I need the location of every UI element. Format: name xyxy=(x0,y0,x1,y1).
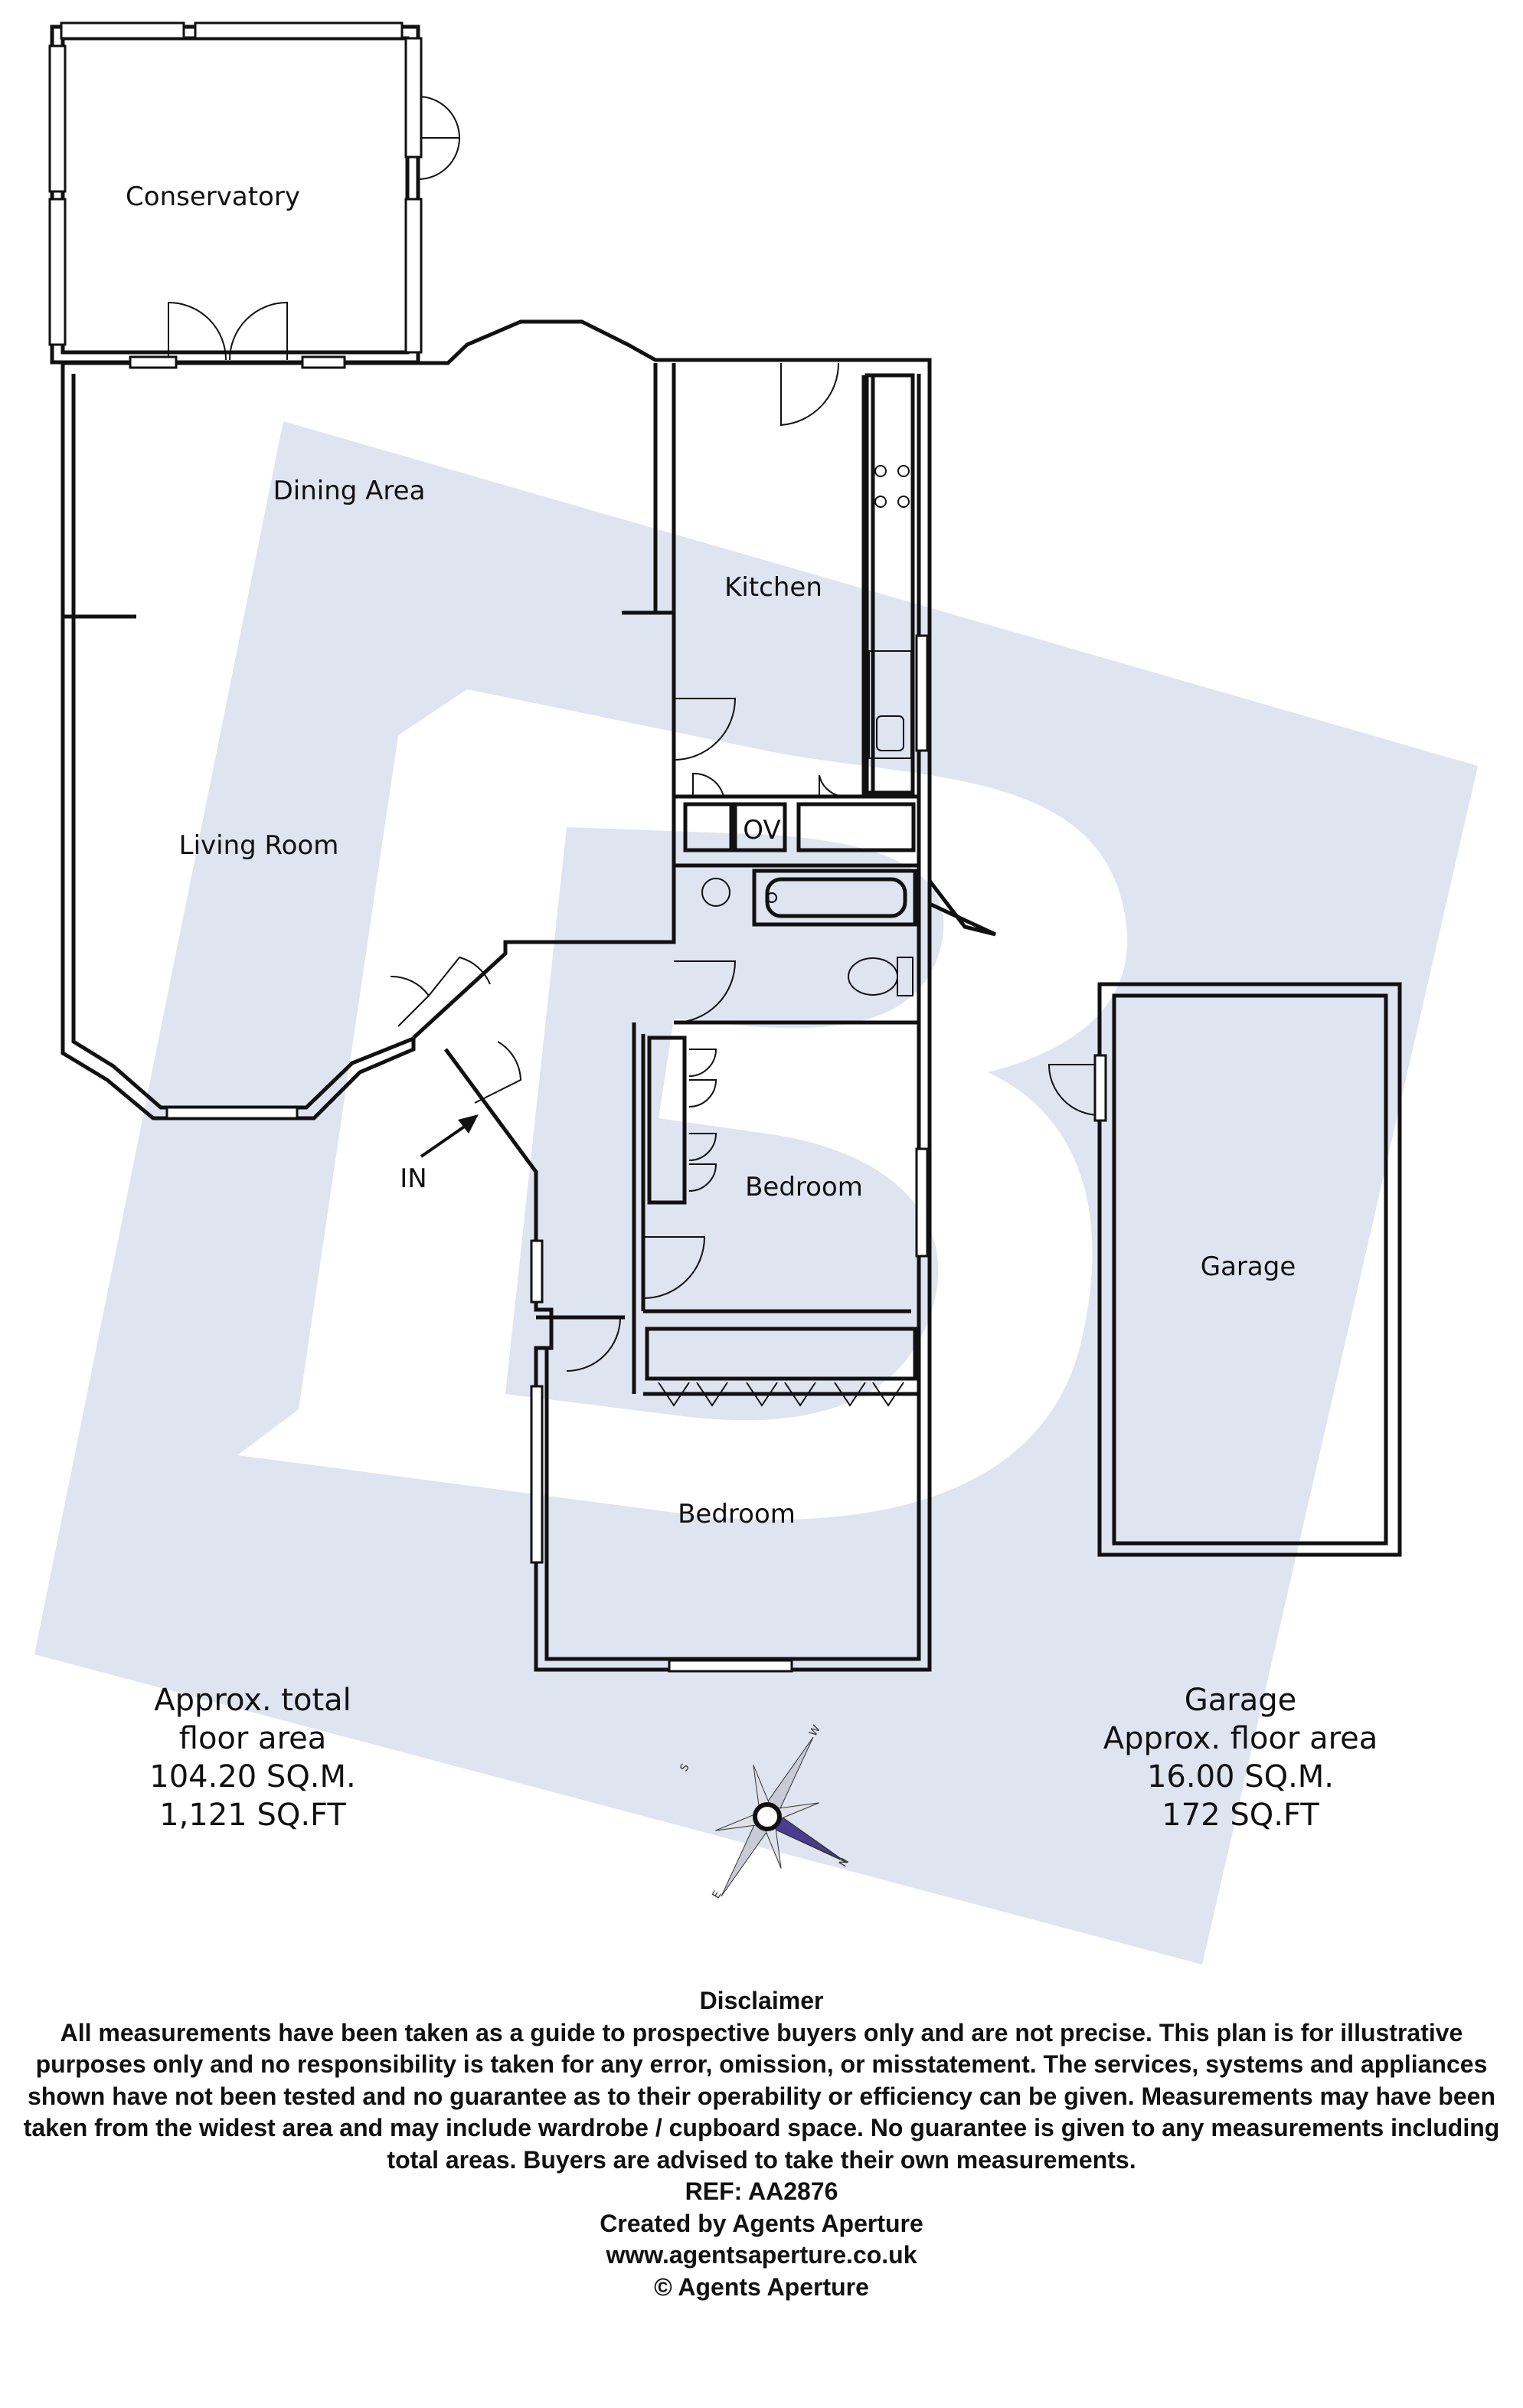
label-bedroom-1: Bedroom xyxy=(745,1172,863,1202)
garage-area-sqft: 172 SQ.FT xyxy=(1162,1798,1319,1833)
doors xyxy=(168,96,1100,1407)
total-area-sqft: 1,121 SQ.FT xyxy=(159,1798,346,1833)
created-by: Created by Agents Aperture xyxy=(600,2209,923,2237)
label-entrance: IN xyxy=(400,1163,427,1194)
total-area-line2: floor area xyxy=(178,1721,327,1756)
copyright: © Agents Aperture xyxy=(654,2272,869,2301)
reference-number: REF: AA2876 xyxy=(685,2177,838,2205)
disclaimer-title: Disclaimer xyxy=(699,1987,824,2014)
garage-area-sqm: 16.00 SQ.M. xyxy=(1146,1759,1335,1795)
fixtures xyxy=(701,465,913,996)
label-kitchen: Kitchen xyxy=(724,572,822,603)
label-conservatory: Conservatory xyxy=(126,182,300,212)
total-area-line1: Approx. total xyxy=(154,1683,351,1718)
website-link[interactable]: www.agentsaperture.co.uk xyxy=(606,2241,917,2269)
garage-area-line1: Garage xyxy=(1184,1683,1297,1718)
compass-e: E xyxy=(710,1889,724,1901)
walls xyxy=(50,25,1402,1672)
label-oven: OV xyxy=(743,815,780,846)
garage-area-line2: Approx. floor area xyxy=(1103,1721,1378,1756)
windows xyxy=(48,21,1107,1673)
disclaimer-body: All measurements have been taken as a gu… xyxy=(23,2018,1500,2174)
floor-plan: Conservatory Dining Area Kitchen Living … xyxy=(34,21,1478,1965)
garage-area-summary: Garage Approx. floor area 16.00 SQ.M. 17… xyxy=(1087,1681,1394,1834)
label-living-room: Living Room xyxy=(179,830,339,861)
disclaimer: Disclaimer All measurements have been ta… xyxy=(8,1985,1515,2303)
label-dining-area: Dining Area xyxy=(273,476,426,506)
label-bedroom-2: Bedroom xyxy=(678,1499,796,1530)
total-area-summary: Approx. total floor area 104.20 SQ.M. 1,… xyxy=(115,1681,391,1834)
label-garage: Garage xyxy=(1201,1251,1296,1282)
watermark-logo xyxy=(34,421,1478,1965)
entrance-arrow-icon xyxy=(420,1114,479,1158)
total-area-sqm: 104.20 SQ.M. xyxy=(149,1759,356,1795)
